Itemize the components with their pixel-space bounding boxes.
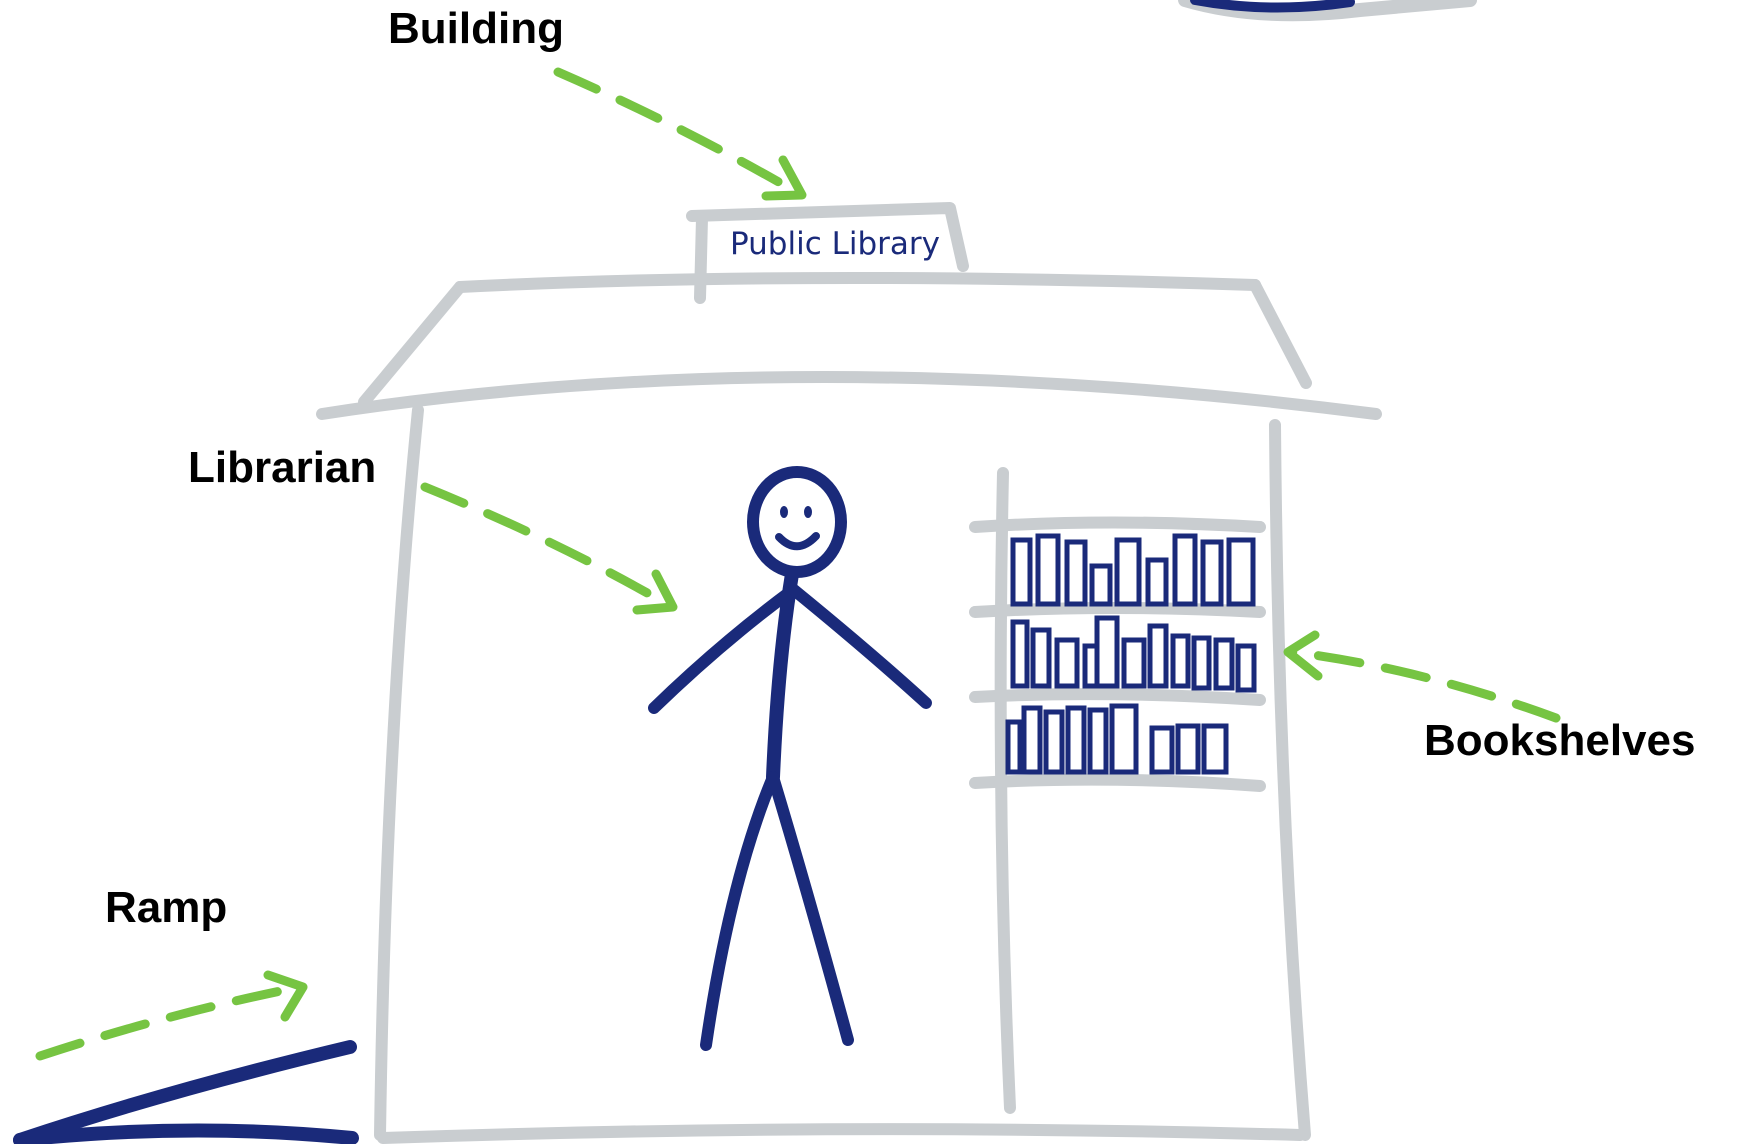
librarian-head — [753, 472, 841, 572]
books-row-3 — [1008, 706, 1226, 772]
roof-eave — [322, 377, 1376, 414]
book — [1068, 708, 1084, 772]
book — [1124, 640, 1144, 686]
librarian-arm-right — [794, 590, 926, 703]
book — [1013, 622, 1027, 686]
librarian-figure — [654, 472, 926, 1045]
books — [1008, 536, 1254, 772]
label-bookshelves: Bookshelves — [1424, 716, 1695, 765]
book — [1150, 626, 1166, 686]
book — [1090, 710, 1106, 772]
roof-top — [460, 278, 1255, 287]
shelf-1 — [975, 523, 1260, 528]
librarian-eye-right — [804, 506, 812, 518]
floor — [383, 1129, 1300, 1138]
bookshelves-arrow — [1288, 635, 1556, 718]
label-building: Building — [388, 4, 564, 53]
ramp-base — [20, 1130, 352, 1140]
shelf-3 — [975, 694, 1260, 700]
book — [1092, 566, 1110, 604]
book — [1216, 640, 1232, 688]
label-librarian: Librarian — [188, 443, 376, 492]
book — [1112, 706, 1136, 772]
left-wall — [380, 410, 418, 1135]
book — [1178, 726, 1198, 772]
building-arrow — [558, 72, 802, 196]
book — [1033, 630, 1049, 686]
ramp — [20, 1047, 352, 1140]
book — [1173, 636, 1188, 686]
librarian-smile — [779, 536, 816, 546]
book — [1148, 560, 1166, 604]
book — [1204, 726, 1226, 772]
roof-right-slope — [1255, 285, 1306, 383]
right-wall — [1275, 425, 1305, 1135]
pointer-arrows — [40, 72, 1556, 1056]
book — [1175, 536, 1195, 604]
books-row-1 — [1013, 536, 1253, 604]
book — [1152, 728, 1172, 772]
librarian-eye-left — [780, 506, 788, 518]
label-ramp: Ramp — [105, 883, 227, 932]
book — [1194, 638, 1209, 688]
book — [1067, 542, 1085, 604]
blob-shape — [1185, 0, 1470, 14]
shelf-2 — [975, 608, 1260, 612]
roof-left-slope — [364, 287, 460, 402]
sign-text: Public Library — [730, 226, 940, 262]
book — [1238, 646, 1254, 690]
book — [1008, 722, 1020, 772]
shelf-4 — [975, 780, 1260, 786]
book — [1024, 708, 1040, 772]
librarian-leg-left — [706, 777, 773, 1045]
bookcase-upright — [1001, 473, 1010, 1108]
book — [1203, 542, 1221, 604]
book — [1229, 540, 1253, 604]
book — [1097, 618, 1117, 686]
book — [1117, 540, 1139, 604]
book — [1057, 640, 1077, 686]
librarian-leg-right — [773, 777, 848, 1040]
books-row-2 — [1013, 618, 1254, 690]
book — [1046, 712, 1062, 772]
book — [1013, 540, 1030, 604]
ramp-arrow — [40, 975, 303, 1056]
book — [1038, 536, 1058, 604]
librarian-arrow — [425, 487, 673, 610]
